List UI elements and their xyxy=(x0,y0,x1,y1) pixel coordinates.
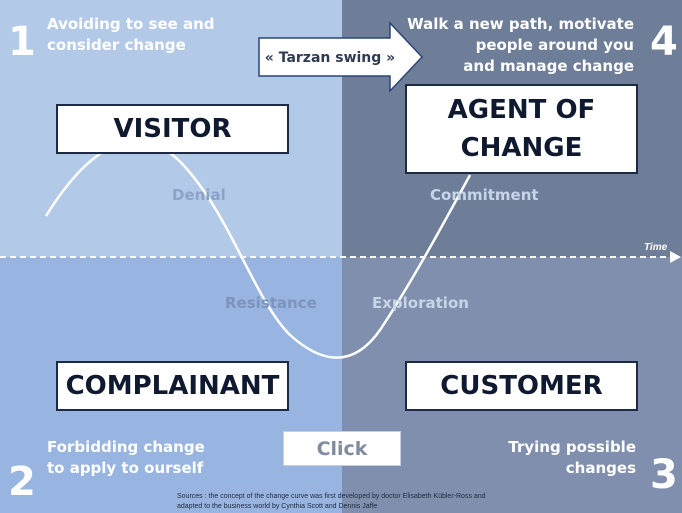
click-button[interactable]: Click xyxy=(283,431,401,466)
quadrant-1-line-2: consider change xyxy=(47,36,186,54)
quadrant-4-line-2: people around you xyxy=(475,36,634,54)
quadrant-1-number: 1 xyxy=(8,19,36,65)
quadrant-3-description: Trying possible changes xyxy=(508,437,636,479)
quadrant-2-description: Forbidding change to apply to ourself xyxy=(47,437,205,479)
agent-of-change-line-1: AGENT OF xyxy=(447,95,596,125)
quadrant-4-line-3: and manage change xyxy=(463,57,634,75)
resistance-label: Resistance xyxy=(225,294,317,312)
quadrant-1-description: Avoiding to see and consider change xyxy=(47,14,215,56)
quadrant-3-line-1: Trying possible xyxy=(508,438,636,456)
quadrant-2-line-2: to apply to ourself xyxy=(47,459,204,477)
quadrant-3-line-2: changes xyxy=(565,459,636,477)
customer-box: CUSTOMER xyxy=(405,361,638,411)
sources-note: Sources : the concept of the change curv… xyxy=(177,492,497,512)
exploration-label: Exploration xyxy=(372,294,469,312)
sources-line-2: adapted to the business world by Cynthia… xyxy=(177,503,378,510)
complainant-box: COMPLAINANT xyxy=(56,361,289,411)
quadrant-4-number: 4 xyxy=(650,19,678,65)
quadrant-4-line-1: Walk a new path, motivate xyxy=(407,15,634,33)
agent-of-change-box: AGENT OF CHANGE xyxy=(405,84,638,174)
quadrant-2-number: 2 xyxy=(8,459,36,505)
quadrant-4-description: Walk a new path, motivate people around … xyxy=(407,14,634,77)
tarzan-swing-arrow xyxy=(258,21,424,93)
quadrant-1-line-1: Avoiding to see and xyxy=(47,15,215,33)
quadrant-3-number: 3 xyxy=(650,452,678,498)
sources-line-1: Sources : the concept of the change curv… xyxy=(177,493,486,500)
denial-label: Denial xyxy=(172,186,226,204)
agent-of-change-line-2: CHANGE xyxy=(460,133,583,163)
visitor-box: VISITOR xyxy=(56,104,289,154)
quadrant-2-line-1: Forbidding change xyxy=(47,438,205,456)
time-axis-arrowhead xyxy=(670,251,681,263)
tarzan-swing-label: « Tarzan swing » xyxy=(264,50,396,66)
time-axis-label: Time xyxy=(644,242,668,253)
commitment-label: Commitment xyxy=(430,186,539,204)
